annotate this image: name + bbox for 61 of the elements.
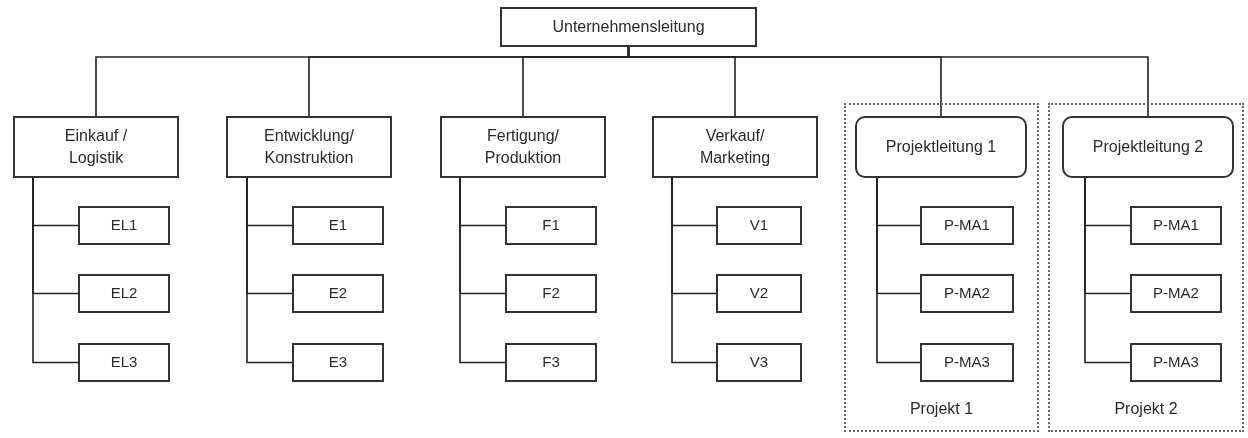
org-box [505,206,597,245]
rounded-box [1062,116,1234,178]
box-label: EL3 [110,352,138,373]
org-box [1130,343,1222,382]
org-box [292,274,384,313]
box-label: Entwicklung/ Konstruktion [263,126,355,168]
connector-line [671,177,717,364]
project-frame [1048,103,1244,432]
org-box [78,274,170,313]
box-label: P-MA3 [1153,352,1199,373]
rounded-box [855,116,1027,178]
org-box [292,343,384,382]
org-box [500,7,757,47]
org-box [505,343,597,382]
box-label: E1 [328,215,348,236]
org-box [13,116,179,178]
frame-label: Projekt 2 [1114,399,1178,420]
box-label: P-MA3 [944,352,990,373]
box-label: E2 [328,283,348,304]
box-label: F3 [542,352,560,373]
org-box [920,274,1014,313]
org-box [716,274,802,313]
box-label: V3 [749,352,769,373]
org-box [78,343,170,382]
connector-line [1084,177,1131,364]
connector-line [876,177,921,364]
box-label: P-MA1 [944,215,990,236]
connector-line [459,177,506,364]
org-box [716,343,802,382]
org-box [226,116,392,178]
box-label: V1 [749,215,769,236]
org-box [920,206,1014,245]
org-box [292,206,384,245]
org-box [78,206,170,245]
project-frame [844,103,1039,432]
box-label: Einkauf / Logistik [63,126,129,168]
box-label: V2 [749,283,769,304]
box-label: F2 [542,283,560,304]
org-box [1130,206,1222,245]
org-box [652,116,818,178]
org-box [920,343,1014,382]
box-label: Fertigung/ Produktion [483,126,563,168]
connector-line [246,177,293,364]
org-box [440,116,606,178]
box-label: E3 [328,352,348,373]
connector-line [627,46,1149,117]
box-label: Projektleitung 2 [1092,137,1204,158]
connector-line [32,177,79,364]
org-box [716,206,802,245]
frame-label: Projekt 1 [909,399,974,420]
box-label: EL1 [110,215,138,236]
box-label: EL2 [110,283,138,304]
box-label: P-MA2 [1153,283,1199,304]
box-label: F1 [542,215,560,236]
org-box [1130,274,1222,313]
box-label: Verkauf/ Marketing [698,126,772,168]
box-label: Unternehmensleitung [552,17,705,38]
box-label: P-MA1 [1153,215,1199,236]
box-label: P-MA2 [944,283,990,304]
box-label: Projektleitung 1 [885,137,997,158]
org-box [505,274,597,313]
